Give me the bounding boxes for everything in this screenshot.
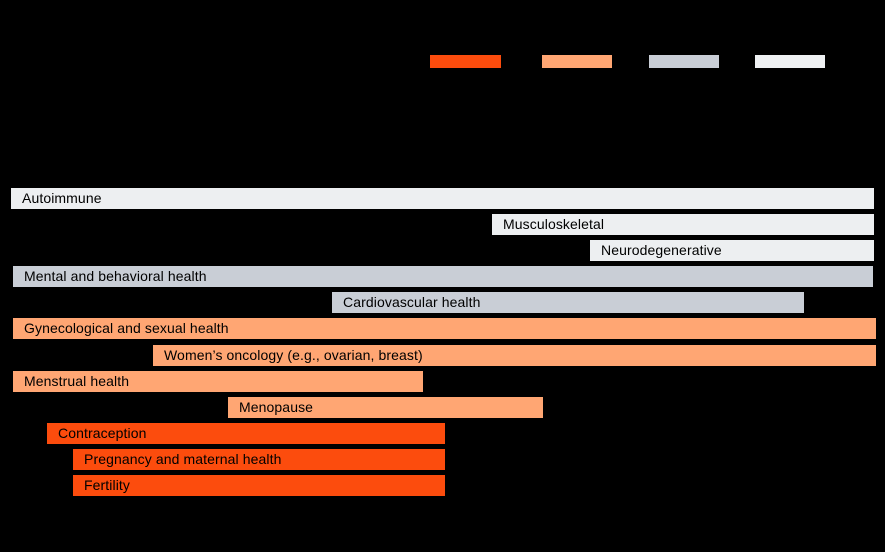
chart-bar: Cardiovascular health	[332, 292, 804, 313]
chart-bar: Women’s oncology (e.g., ovarian, breast)	[153, 345, 876, 366]
bar-label: Gynecological and sexual health	[24, 320, 229, 336]
bar-label: Musculoskeletal	[503, 216, 605, 232]
legend-swatch-3	[649, 55, 719, 68]
bar-label: Women’s oncology (e.g., ovarian, breast)	[164, 347, 423, 363]
chart-bar: Neurodegenerative	[590, 240, 874, 261]
chart-bar: Autoimmune	[11, 188, 874, 209]
bar-label: Cardiovascular health	[343, 294, 481, 310]
chart-bar: Pregnancy and maternal health	[73, 449, 445, 470]
chart-bar: Musculoskeletal	[492, 214, 874, 235]
chart-bar: Menstrual health	[13, 371, 423, 392]
bar-label: Fertility	[84, 477, 131, 493]
bar-label: Autoimmune	[22, 190, 102, 206]
chart-bar: Contraception	[47, 423, 445, 444]
legend-swatch-2	[542, 55, 612, 68]
bar-label: Contraception	[58, 425, 147, 441]
bar-label: Menstrual health	[24, 373, 130, 389]
bar-label: Mental and behavioral health	[24, 268, 207, 284]
bar-label: Pregnancy and maternal health	[84, 451, 282, 467]
chart-bar: Mental and behavioral health	[13, 266, 873, 287]
legend-swatch-4	[755, 55, 825, 68]
bar-label: Menopause	[239, 399, 314, 415]
chart-bar: Fertility	[73, 475, 445, 496]
chart-bar: Gynecological and sexual health	[13, 318, 876, 339]
bar-label: Neurodegenerative	[601, 242, 722, 258]
chart-bar: Menopause	[228, 397, 543, 418]
legend-swatch-1	[430, 55, 501, 68]
